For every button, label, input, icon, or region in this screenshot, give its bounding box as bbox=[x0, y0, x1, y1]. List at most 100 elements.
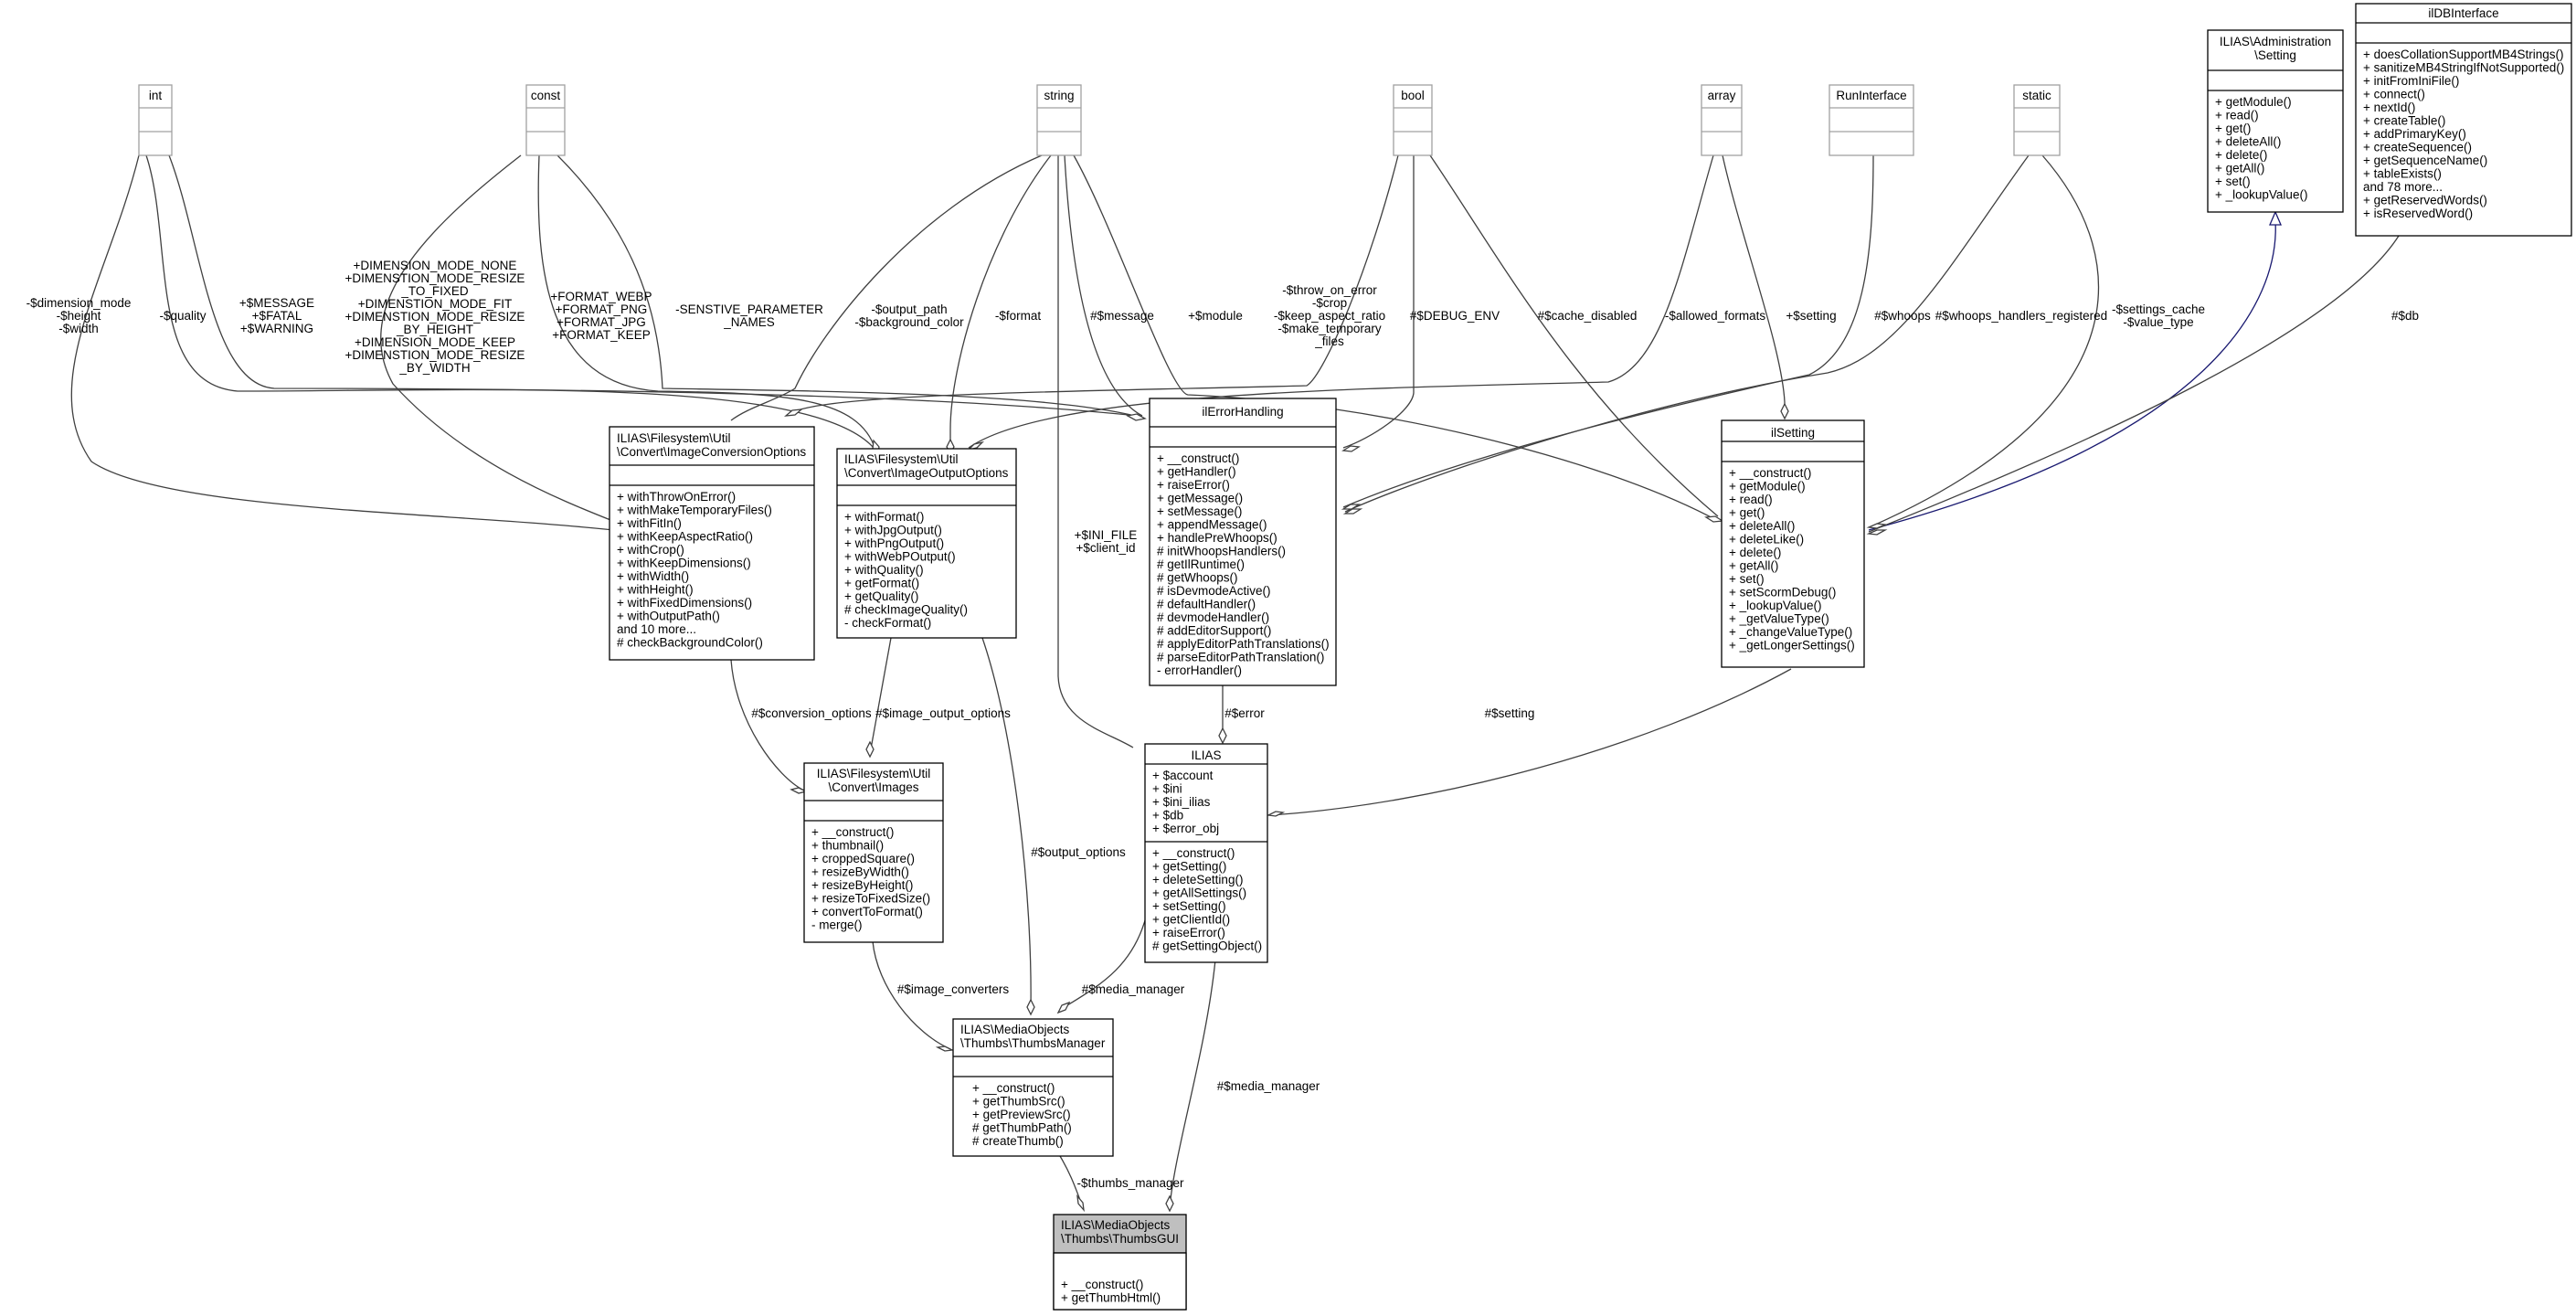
image-output-options-title: ILIAS\Filesystem\Util\Convert\ImageOutpu… bbox=[844, 452, 1009, 480]
edge-label-error: #$error bbox=[1224, 706, 1265, 720]
diamond-marker bbox=[790, 787, 808, 794]
edge-setting-inheritance bbox=[1868, 220, 2276, 531]
edge-label-settings-cache: -$settings_cache-$value_type bbox=[2112, 302, 2205, 329]
inheritance-arrow bbox=[2269, 210, 2282, 226]
edge-label-message: #$message bbox=[1090, 309, 1154, 323]
edge-string-errorhandling-message bbox=[1064, 154, 1143, 417]
node-bool-title: bool bbox=[1401, 89, 1425, 102]
edge-runinterface-errorhandling bbox=[1342, 154, 1874, 508]
edge-label-image-converters: #$image_converters bbox=[897, 982, 1010, 996]
diamond-marker bbox=[935, 1045, 955, 1052]
edge-label-module: +$module bbox=[1188, 309, 1243, 323]
ildbinterface-members: + doesCollationSupportMB4Strings()+ sani… bbox=[2363, 48, 2564, 220]
diamond-marker bbox=[1780, 402, 1789, 420]
diamond-marker bbox=[784, 409, 803, 417]
node-array: array bbox=[1701, 84, 1743, 156]
node-setting-interface: ILIAS\Administration\Setting + getModule… bbox=[2207, 29, 2344, 213]
edge-output-images bbox=[869, 637, 892, 755]
edge-label-dimension: -$dimension_mode-$height-$width bbox=[27, 296, 132, 335]
node-runinterface-title: RunInterface bbox=[1836, 89, 1906, 102]
edge-label-quality: -$quality bbox=[159, 309, 206, 323]
edge-label-output-options: #$output_options bbox=[1031, 845, 1126, 859]
thumbs-gui-members: + __construct()+ getThumbHtml() bbox=[1061, 1278, 1161, 1305]
edges bbox=[70, 154, 2400, 1209]
image-conversion-options-title: ILIAS\Filesystem\Util\Convert\ImageConve… bbox=[617, 431, 806, 459]
node-array-title: array bbox=[1708, 89, 1736, 102]
edge-array-ilsetting-setting bbox=[1722, 154, 1786, 416]
edge-label-db: #$db bbox=[2391, 309, 2419, 323]
edge-ends bbox=[623, 210, 2282, 1213]
diamond-marker bbox=[1076, 1194, 1085, 1213]
thumbs-manager-title: ILIAS\MediaObjects\Thumbs\ThumbsManager bbox=[960, 1023, 1106, 1050]
setting-interface-title: ILIAS\Administration\Setting bbox=[2220, 35, 2331, 62]
diamond-marker bbox=[1056, 1001, 1071, 1014]
edge-dbinterface-ilsetting bbox=[1868, 235, 2400, 533]
thumbs-gui-title: ILIAS\MediaObjects\Thumbs\ThumbsGUI bbox=[1061, 1218, 1179, 1246]
node-runinterface: RunInterface bbox=[1829, 84, 1914, 156]
ilerrorhandling-members: + __construct()+ getHandler()+ raiseErro… bbox=[1157, 451, 1330, 677]
edge-label-media-manager-b: #$media_manager bbox=[1217, 1079, 1320, 1093]
image-conversion-options-members: + withThrowOnError()+ withMakeTemporaryF… bbox=[617, 490, 772, 650]
edge-images-thumbsmanager bbox=[872, 940, 951, 1050]
diamond-marker bbox=[1266, 811, 1286, 817]
edge-static-ilsetting bbox=[1872, 154, 2099, 526]
edge-label-throw-on-error: -$throw_on_error-$crop-$keep_aspect_rati… bbox=[1274, 283, 1385, 348]
ilsetting-title: ilSetting bbox=[1771, 426, 1815, 440]
edge-label-sensitive: -SENSTIVE_PARAMETER_NAMES bbox=[675, 302, 823, 329]
images-title: ILIAS\Filesystem\Util\Convert\Images bbox=[817, 767, 931, 794]
edge-label-image-output-options: #$image_output_options bbox=[875, 706, 1011, 720]
primitive-nodes: int const string bool array bbox=[138, 84, 2061, 156]
node-ilias: ILIAS + $account+ $ini+ $ini_ilias+ $db+… bbox=[1144, 743, 1268, 963]
edge-label-media-manager-a: #$media_manager bbox=[1082, 982, 1185, 996]
diamond-marker bbox=[865, 740, 875, 759]
edge-int-errorhandling bbox=[168, 154, 1139, 417]
diamond-marker bbox=[1341, 445, 1361, 452]
node-const: const bbox=[525, 84, 566, 156]
node-ilsetting: ilSetting + __construct()+ getModule()+ … bbox=[1721, 419, 1865, 668]
edge-label-whoops: #$whoops bbox=[1874, 309, 1931, 323]
edge-int-conversion-dimension bbox=[70, 154, 631, 533]
node-bool: bool bbox=[1393, 84, 1433, 156]
diamond-marker bbox=[1026, 998, 1035, 1016]
node-int-title: int bbox=[149, 89, 163, 102]
edge-const-errorhandling bbox=[557, 154, 1143, 419]
edge-label-format: -$format bbox=[995, 309, 1042, 323]
edge-bool-ilsetting-cache bbox=[1429, 154, 1719, 517]
node-thumbs-manager: ILIAS\MediaObjects\Thumbs\ThumbsManager … bbox=[952, 1018, 1114, 1157]
edge-const-conversion-modes bbox=[380, 154, 641, 533]
ilsetting-members: + __construct()+ getModule()+ read()+ ge… bbox=[1729, 466, 1855, 653]
edge-string-ilias-inifile bbox=[1057, 155, 1134, 748]
edge-ilias-thumbsgui bbox=[1169, 959, 1216, 1209]
node-ilerrorhandling: ilErrorHandling + __construct()+ getHand… bbox=[1149, 398, 1337, 686]
node-string: string bbox=[1036, 84, 1082, 156]
ilias-attributes: + $account+ $ini+ $ini_ilias+ $db+ $erro… bbox=[1152, 769, 1219, 835]
edge-bool-conversion-throw bbox=[794, 154, 1399, 412]
edge-static-errorhandling bbox=[1344, 154, 2030, 513]
edge-array-conversion-allowed bbox=[968, 154, 1714, 449]
edge-label-formats: +FORMAT_WEBP+FORMAT_PNG+FORMAT_JPG+FORMA… bbox=[550, 290, 652, 342]
node-const-title: const bbox=[531, 89, 561, 102]
edge-label-cache-disabled: #$cache_disabled bbox=[1538, 309, 1638, 323]
node-ildbinterface: ilDBInterface + doesCollationSupportMB4S… bbox=[2355, 3, 2572, 237]
ilerrorhandling-title: ilErrorHandling bbox=[1202, 405, 1283, 419]
edge-label-setting-ilias: #$setting bbox=[1485, 706, 1535, 720]
node-static-title: static bbox=[2022, 89, 2051, 102]
node-int: int bbox=[138, 84, 173, 156]
edge-label-message-fatal: +$MESSAGE+$FATAL+$WARNING bbox=[239, 296, 314, 335]
diamond-marker bbox=[1342, 508, 1363, 515]
node-static: static bbox=[2013, 84, 2061, 156]
edge-label-conversion-options: #$conversion_options bbox=[751, 706, 872, 720]
diamond-marker bbox=[1341, 504, 1362, 510]
node-images: ILIAS\Filesystem\Util\Convert\Images + _… bbox=[803, 762, 944, 943]
ilias-members: + __construct()+ getSetting()+ deleteSet… bbox=[1152, 846, 1262, 953]
setting-interface-members: + getModule()+ read()+ get()+ deleteAll(… bbox=[2215, 95, 2307, 202]
edge-label-output-path: -$output_path-$background_color bbox=[854, 302, 964, 329]
edge-label-whoops-registered: #$whoops_handlers_registered bbox=[1935, 309, 2107, 323]
diamond-marker bbox=[1704, 515, 1724, 523]
edge-bool-errorhandling-debug bbox=[1342, 155, 1415, 449]
node-thumbs-gui: ILIAS\MediaObjects\Thumbs\ThumbsGUI + __… bbox=[1053, 1214, 1187, 1311]
image-output-options-members: + withFormat()+ withJpgOutput()+ withPng… bbox=[844, 510, 968, 630]
edge-string-conversion-outputpath bbox=[730, 154, 1043, 421]
edge-label-allowed-formats: -$allowed_formats bbox=[1665, 309, 1766, 323]
